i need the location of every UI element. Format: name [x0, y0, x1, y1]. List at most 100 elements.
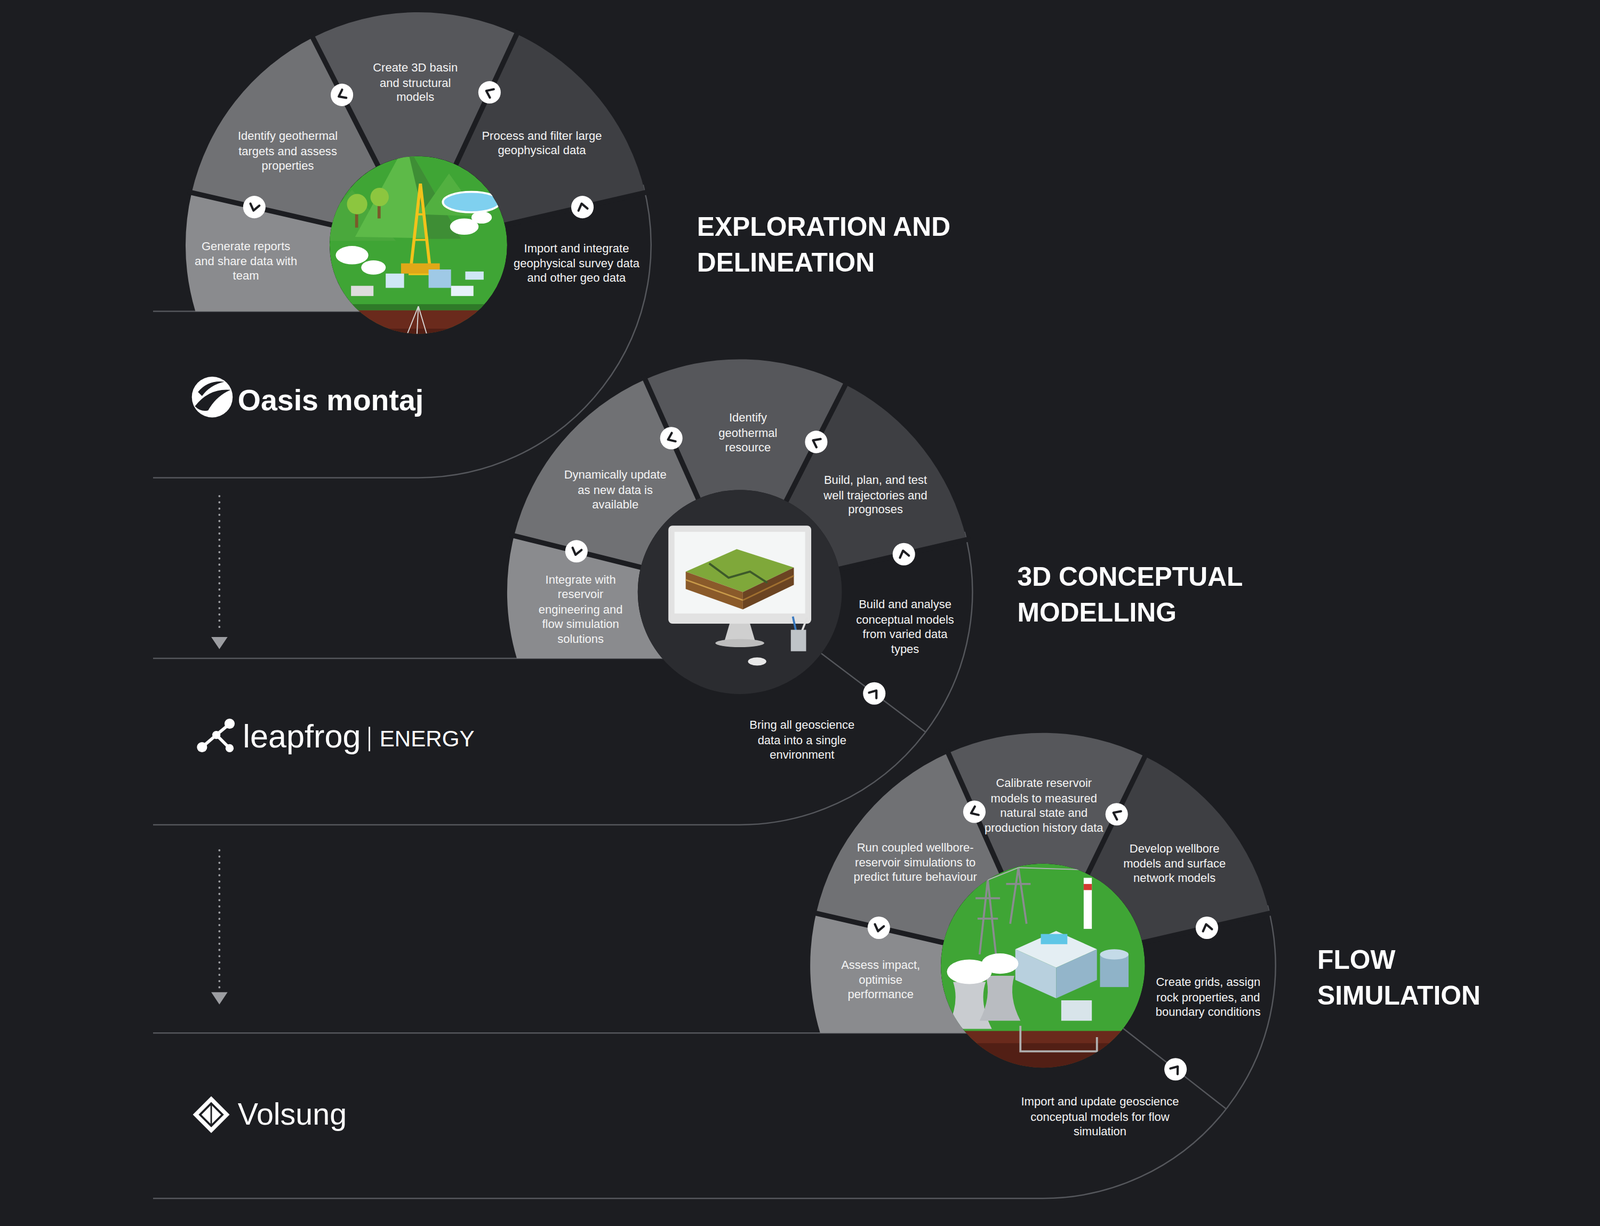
exploration-illustration	[416, 306, 419, 348]
volsung-logo-icon	[210, 1102, 213, 1126]
simulation-illustration	[1041, 933, 1068, 944]
oasis-logo-icon	[197, 381, 225, 396]
flow-chevron	[971, 806, 979, 815]
leapfrog-logo-icon	[196, 741, 207, 752]
exploration-illustration	[370, 187, 389, 206]
oasis-logo-icon	[192, 376, 234, 418]
flow-chevron	[868, 690, 877, 698]
modelling-illustration	[668, 525, 812, 624]
flow-chevron	[1203, 923, 1213, 931]
wheel-step: Identify geothermal targets and assess p…	[227, 128, 349, 173]
leapfrog-logo-icon	[224, 718, 235, 729]
wheel-step: Create grids, assign rock properties, an…	[1148, 974, 1268, 1019]
step-text: Import and update geoscience conceptual …	[1008, 1093, 1192, 1139]
flow-icon	[1195, 916, 1219, 939]
wheel-step: Create 3D basin and structural models	[365, 60, 466, 105]
wheel-step: Calibrate reservoir models to measured n…	[982, 775, 1106, 835]
leapfrog-logo-icon	[368, 726, 371, 751]
step-text: Build, plan, and test well trajectories …	[814, 472, 938, 517]
flow-icon	[1164, 1057, 1187, 1080]
flow-chevron	[1113, 811, 1122, 820]
step-text: Assess impact, optimise performance	[833, 957, 928, 1002]
exploration-illustration	[402, 306, 419, 348]
step-text: Dynamically update as new data is availa…	[558, 467, 673, 512]
flow-arrow	[211, 992, 228, 1005]
wheel-step: Develop wellbore models and surface netw…	[1114, 841, 1235, 886]
flow-icon	[660, 426, 683, 450]
step-text: Calibrate reservoir models to measured n…	[982, 775, 1106, 835]
exploration-illustration	[335, 245, 368, 264]
modelling-illustration	[747, 657, 766, 666]
step-text: Identify geothermal resource	[709, 410, 787, 455]
modelling-illustration	[674, 531, 806, 614]
wheel-step: Build, plan, and test well trajectories …	[814, 472, 938, 517]
section-title: EXPLORATION AND DELINEATION	[697, 209, 1004, 281]
modelling-illustration	[715, 638, 765, 647]
flow-icon	[892, 542, 916, 566]
product-logo: ENERGY	[379, 725, 475, 752]
step-text: Import and integrate geophysical survey …	[513, 241, 640, 286]
simulation-illustration	[1100, 948, 1130, 959]
wheel-step: Identify geothermal resource	[709, 410, 787, 455]
modelling-illustration	[724, 623, 755, 642]
flow-chevron	[1170, 1066, 1178, 1074]
simulation-illustration	[1010, 867, 1027, 924]
flow-chevron	[486, 89, 494, 98]
exploration-illustration	[347, 194, 368, 215]
section-title: FLOW SIMULATION	[1317, 941, 1522, 1014]
exploration-illustration	[451, 285, 474, 296]
exploration-illustration	[350, 285, 374, 296]
simulation-illustration	[1083, 877, 1092, 929]
wheel-step: Process and filter large geophysical dat…	[474, 128, 610, 158]
oasis-logo-icon	[192, 376, 234, 418]
exploration-illustration	[361, 260, 386, 275]
simulation-illustration	[947, 981, 992, 1029]
exploration-illustration	[306, 310, 531, 372]
modelling-illustration	[742, 575, 795, 600]
exploration-illustration	[385, 273, 404, 288]
leapfrog-logo-icon	[212, 730, 221, 739]
exploration-illustration	[428, 269, 452, 288]
wheel-step: Dynamically update as new data is availa…	[558, 467, 673, 512]
step-text: Integrate with reservoir engineering and…	[529, 571, 632, 646]
modelling-illustration	[637, 489, 843, 694]
flow-chevron	[578, 203, 588, 211]
wheel-step: Build and analyse conceptual models from…	[848, 596, 963, 656]
flow-icon	[867, 916, 891, 939]
flow-arrow	[218, 496, 221, 633]
modelling-illustration	[742, 567, 795, 610]
modelling-illustration	[802, 617, 808, 631]
flow-arrow	[218, 850, 221, 988]
wheel-step: Import and update geoscience conceptual …	[1008, 1093, 1192, 1139]
simulation-illustration	[1020, 1025, 1097, 1052]
wheel-step: Assess impact, optimise performance	[833, 957, 928, 1002]
wheel-step: Import and integrate geophysical survey …	[513, 241, 640, 286]
simulation-illustration	[1056, 948, 1098, 998]
product-logo: leapfrog	[242, 716, 361, 756]
exploration-illustration	[465, 271, 484, 280]
step-text: Develop wellbore models and surface netw…	[1114, 841, 1235, 886]
flow-chevron	[874, 923, 884, 931]
volsung-logo-icon	[200, 1102, 223, 1126]
step-text: Generate reports and share data with tea…	[193, 238, 300, 284]
step-text: Run coupled wellbore-reservoir simulatio…	[850, 840, 981, 885]
simulation-illustration	[987, 867, 1019, 880]
modelling-illustration	[685, 571, 743, 610]
flow-icon	[804, 430, 828, 453]
flow-icon	[243, 195, 266, 219]
simulation-illustration	[979, 975, 1021, 1021]
exploration-illustration	[418, 306, 431, 348]
step-text: Identify geothermal targets and assess p…	[227, 128, 349, 173]
flow-icon	[1105, 802, 1128, 826]
modelling-illustration	[793, 616, 797, 631]
flow-icon	[565, 539, 588, 563]
modelling-illustration	[685, 579, 743, 600]
exploration-illustration	[414, 238, 427, 242]
modelling-illustration	[709, 563, 768, 583]
wheel-step: Generate reports and share data with tea…	[193, 238, 300, 284]
flow-arrow	[211, 636, 228, 650]
simulation-illustration	[975, 897, 1000, 900]
modelling-illustration	[637, 489, 843, 694]
wheel-step: Integrate with reservoir engineering and…	[529, 571, 632, 646]
